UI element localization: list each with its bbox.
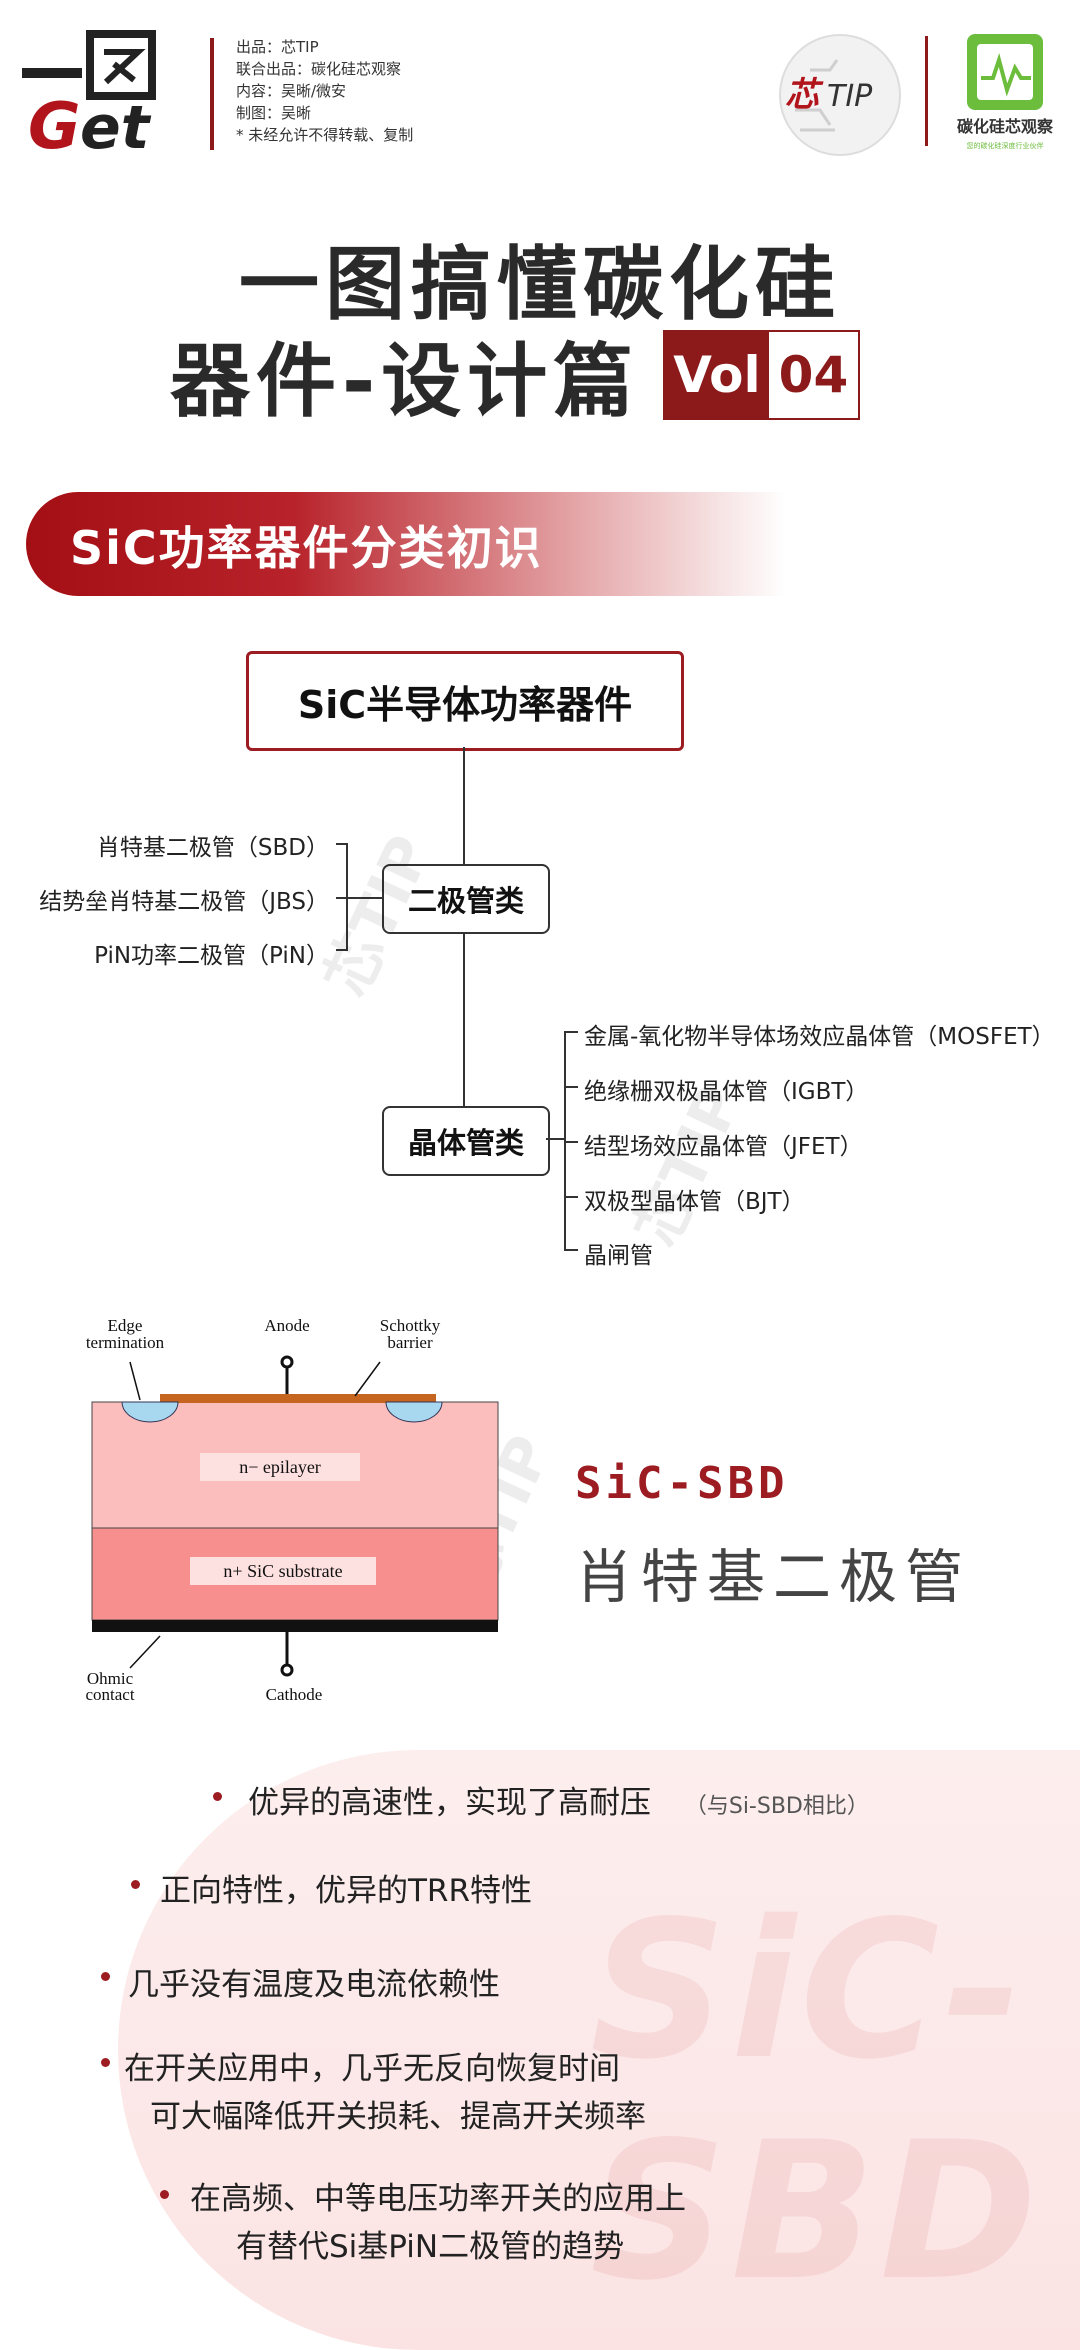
sbd-label-ohmic: Ohmic bbox=[87, 1669, 134, 1688]
feature-item: 几乎没有温度及电流依赖性 bbox=[128, 1967, 500, 2003]
bullet-dot bbox=[213, 1792, 222, 1801]
feature-note: （与Si-SBD相比） bbox=[684, 1794, 869, 1819]
svg-text:G: G bbox=[28, 90, 81, 160]
credit-divider bbox=[210, 38, 214, 150]
tree-bracket bbox=[336, 897, 382, 899]
tree-root-node: SiC半导体功率器件 bbox=[246, 651, 684, 751]
sbd-label-cathode: Cathode bbox=[266, 1685, 323, 1704]
vol-badge: Vol 04 bbox=[663, 330, 861, 420]
bullet-dot bbox=[131, 1880, 140, 1889]
tree-bracket bbox=[564, 1141, 578, 1143]
page-title-line1: 一图搞懂碳化硅 bbox=[239, 238, 841, 331]
credit-line: * 未经允许不得转载、复制 bbox=[236, 126, 414, 144]
sbd-watermark: SiC-SBD bbox=[590, 1880, 1042, 2322]
vol-number: 04 bbox=[768, 332, 859, 418]
svg-text:et: et bbox=[80, 93, 152, 160]
tree-bracket bbox=[564, 1086, 578, 1088]
feature-item: 优异的高速性，实现了高耐压 （与Si-SBD相比） bbox=[248, 1780, 869, 1830]
feature-text: 优异的高速性，实现了高耐压 bbox=[248, 1785, 651, 1821]
sbd-label-schottky: Schottky bbox=[380, 1316, 441, 1335]
transistor-leaf: 双极型晶体管（BJT） bbox=[584, 1189, 805, 1215]
tree-bracket bbox=[564, 1249, 578, 1251]
transistor-leaf: 金属-氧化物半导体场效应晶体管（MOSFET） bbox=[584, 1024, 1055, 1050]
sbd-subtitle: 肖特基二极管 bbox=[575, 1543, 972, 1611]
diode-leaf: PiN功率二极管（PiN） bbox=[94, 943, 329, 969]
sbd-label-edge: Edge bbox=[108, 1316, 143, 1335]
page-title-line2-wrap: 器件-设计篇 Vol 04 bbox=[170, 325, 861, 428]
feature-panel-bg bbox=[118, 1750, 1080, 2350]
svg-text:您的碳化硅深度行业伙伴: 您的碳化硅深度行业伙伴 bbox=[967, 141, 1044, 150]
credit-line: 联合出品：碳化硅芯观察 bbox=[236, 60, 402, 78]
page-title-line2: 器件-设计篇 bbox=[170, 335, 640, 428]
tree-bracket bbox=[336, 949, 348, 951]
tree-diode-node: 二极管类 bbox=[382, 864, 550, 934]
diode-leaf: 结势垒肖特基二极管（JBS） bbox=[39, 889, 329, 915]
transistor-leaf: 结型场效应晶体管（JFET） bbox=[584, 1134, 863, 1160]
tree-connector bbox=[463, 932, 465, 1106]
sbd-title: SiC-SBD bbox=[575, 1458, 789, 1509]
sbd-label-epilayer: n− epilayer bbox=[239, 1457, 321, 1477]
feature-item: 正向特性，优异的TRR特性 bbox=[160, 1873, 533, 1909]
sbd-label-ohmic: contact bbox=[85, 1685, 134, 1704]
xin-tip-logo: 芯 TIP bbox=[779, 34, 901, 156]
transistor-leaf: 绝缘栅双极晶体管（IGBT） bbox=[584, 1079, 869, 1105]
sic-observer-logo: 碳化硅芯观察 您的碳化硅深度行业伙伴 bbox=[957, 34, 1054, 150]
feature-item: 在开关应用中，几乎无反向恢复时间 bbox=[124, 2051, 620, 2087]
bullet-dot bbox=[160, 2190, 169, 2199]
sbd-label-anode: Anode bbox=[264, 1316, 309, 1335]
diode-leaf: 肖特基二极管（SBD） bbox=[96, 835, 329, 861]
credit-line: 内容：吴晰/微安 bbox=[236, 82, 347, 100]
credit-line: 制图：吴晰 bbox=[236, 104, 312, 122]
tree-bracket bbox=[564, 1031, 578, 1033]
svg-text:碳化硅芯观察: 碳化硅芯观察 bbox=[957, 117, 1054, 136]
logo-divider bbox=[925, 36, 928, 146]
tree-transistor-node: 晶体管类 bbox=[382, 1106, 550, 1176]
sbd-cross-section-diagram: Edge termination Anode Schottky barrier … bbox=[85, 1316, 499, 1704]
sbd-label-substrate: n+ SiC substrate bbox=[223, 1561, 342, 1581]
get-logo: G et bbox=[22, 30, 156, 160]
svg-text:芯: 芯 bbox=[785, 75, 824, 115]
tree-bracket bbox=[546, 1138, 564, 1140]
svg-text:TIP: TIP bbox=[827, 79, 873, 114]
vol-label: Vol bbox=[665, 332, 769, 418]
credit-line: 出品：芯TIP bbox=[236, 38, 319, 56]
sbd-label-schottky: barrier bbox=[387, 1333, 433, 1352]
bullet-dot bbox=[101, 2058, 110, 2067]
feature-item-line2: 可大幅降低开关损耗、提高开关频率 bbox=[150, 2099, 646, 2135]
tree-bracket bbox=[336, 843, 348, 845]
tree-bracket bbox=[564, 1196, 578, 1198]
section-banner bbox=[26, 492, 786, 596]
section-heading: SiC功率器件分类初识 bbox=[70, 521, 543, 575]
feature-item: 在高频、中等电压功率开关的应用上 bbox=[190, 2181, 686, 2217]
feature-item-line2: 有替代Si基PiN二极管的趋势 bbox=[236, 2229, 625, 2265]
credits: 出品：芯TIP 联合出品：碳化硅芯观察 内容：吴晰/微安 制图：吴晰 * 未经允… bbox=[236, 36, 413, 146]
sbd-label-edge: termination bbox=[86, 1333, 165, 1352]
tree-connector bbox=[463, 747, 465, 864]
transistor-leaf: 晶闸管 bbox=[584, 1243, 653, 1269]
bullet-dot bbox=[101, 1972, 110, 1981]
